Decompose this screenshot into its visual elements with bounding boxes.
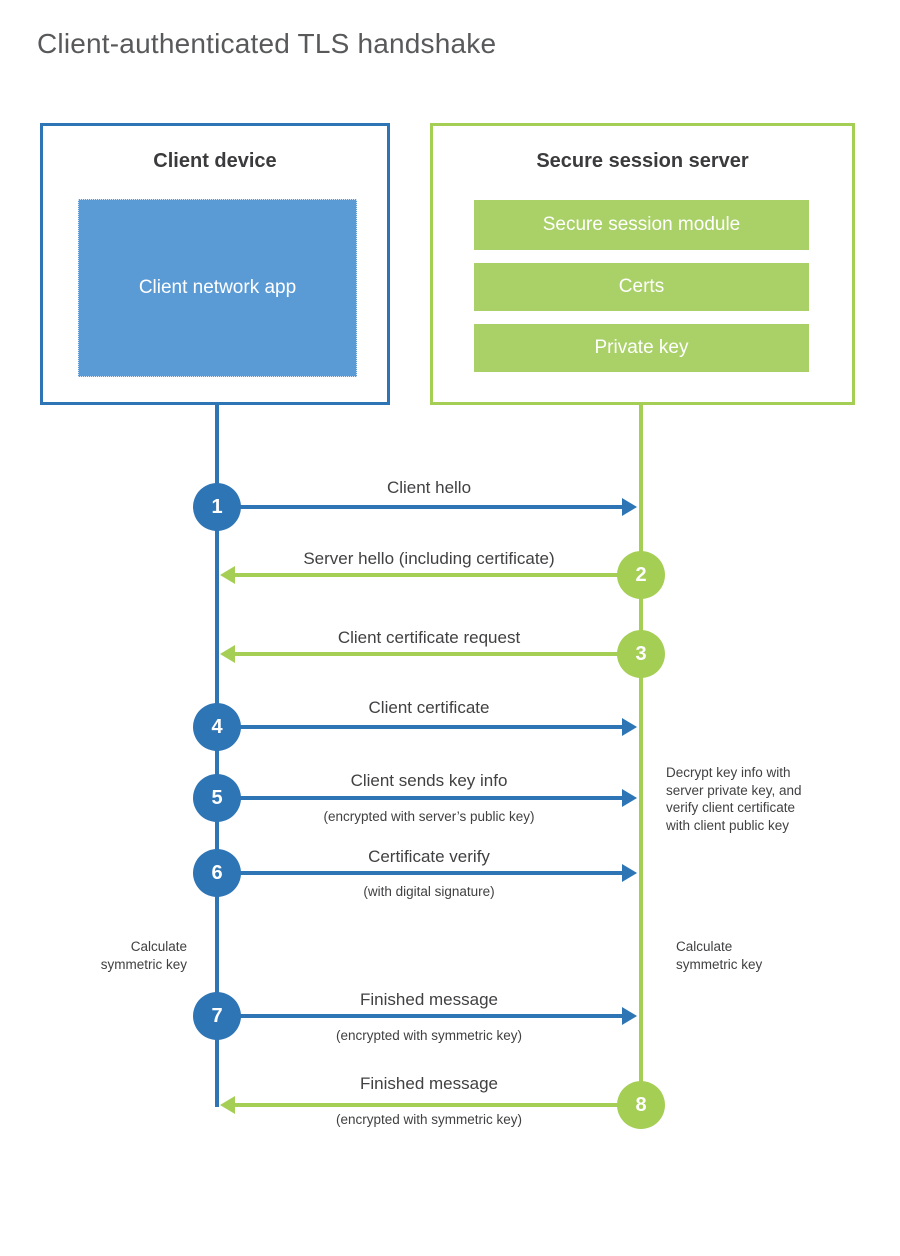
note-decrypt-key-info: Decrypt key info with server private key… (666, 765, 802, 833)
step-circle-7: 7 (193, 992, 241, 1040)
step-number: 4 (211, 715, 223, 738)
step-number: 5 (211, 786, 223, 809)
step-circle-5: 5 (193, 774, 241, 822)
message-label-finished-message-client: Finished message (360, 990, 498, 1009)
message-sublabel-digital-signature: (with digital signature) (363, 884, 495, 899)
page-title: Client-authenticated TLS handshake (37, 28, 497, 59)
arrow-client-sends-key-info (217, 789, 637, 807)
message-label-client-certificate: Client certificate (368, 698, 490, 717)
step-number: 1 (211, 495, 223, 518)
certs-bar: Certs (474, 263, 809, 311)
arrow-certificate-verify (217, 864, 637, 882)
client-network-app-label: Client network app (138, 277, 297, 298)
arrow-server-hello (220, 566, 641, 584)
message-label-server-hello: Server hello (including certificate) (303, 549, 555, 568)
step-circle-2: 2 (617, 551, 665, 599)
secure-session-server-box: Secure session server Secure session mod… (430, 123, 855, 405)
step-number: 8 (635, 1093, 647, 1116)
step-circle-1: 1 (193, 483, 241, 531)
note-calculate-symmetric-key-server: Calculate symmetric key (676, 939, 763, 972)
step-number: 6 (211, 861, 223, 884)
client-network-app-box: Client network app (78, 199, 357, 377)
step-number: 2 (635, 563, 647, 586)
certs-label: Certs (618, 276, 665, 297)
message-sublabel-encrypted-symmetric-key-client: (encrypted with symmetric key) (335, 1028, 523, 1043)
step-circle-8: 8 (617, 1081, 665, 1129)
arrow-client-certificate (217, 718, 637, 736)
message-label-client-hello: Client hello (386, 478, 472, 497)
arrow-client-certificate-request (220, 645, 641, 663)
arrow-finished-message-server (220, 1096, 641, 1114)
step-circle-4: 4 (193, 703, 241, 751)
private-key-bar: Private key (474, 324, 809, 372)
note-calculate-symmetric-key-client: Calculate symmetric key (100, 939, 187, 972)
message-label-certificate-verify: Certificate verify (368, 847, 490, 866)
message-label-client-certificate-request: Client certificate request (337, 628, 521, 647)
message-label-client-sends-key-info: Client sends key info (350, 771, 508, 790)
server-lifeline (639, 405, 643, 1105)
client-lifeline (215, 405, 219, 1107)
client-device-box: Client device Client network app (40, 123, 390, 405)
private-key-label: Private key (594, 337, 689, 358)
step-circle-6: 6 (193, 849, 241, 897)
message-sublabel-encrypted-symmetric-key-server: (encrypted with symmetric key) (335, 1112, 523, 1127)
client-device-title: Client device (153, 150, 277, 172)
secure-session-server-title: Secure session server (536, 150, 749, 172)
step-circle-3: 3 (617, 630, 665, 678)
step-number: 7 (211, 1004, 223, 1027)
secure-session-module-bar: Secure session module (474, 200, 809, 250)
step-number: 3 (635, 642, 647, 665)
secure-session-module-label: Secure session module (542, 214, 741, 235)
message-sublabel-encrypted-server-public-key: (encrypted with server’s public key) (323, 809, 535, 824)
arrow-finished-message-client (217, 1007, 637, 1025)
message-label-finished-message-server: Finished message (360, 1074, 498, 1093)
arrow-client-hello (217, 498, 637, 516)
